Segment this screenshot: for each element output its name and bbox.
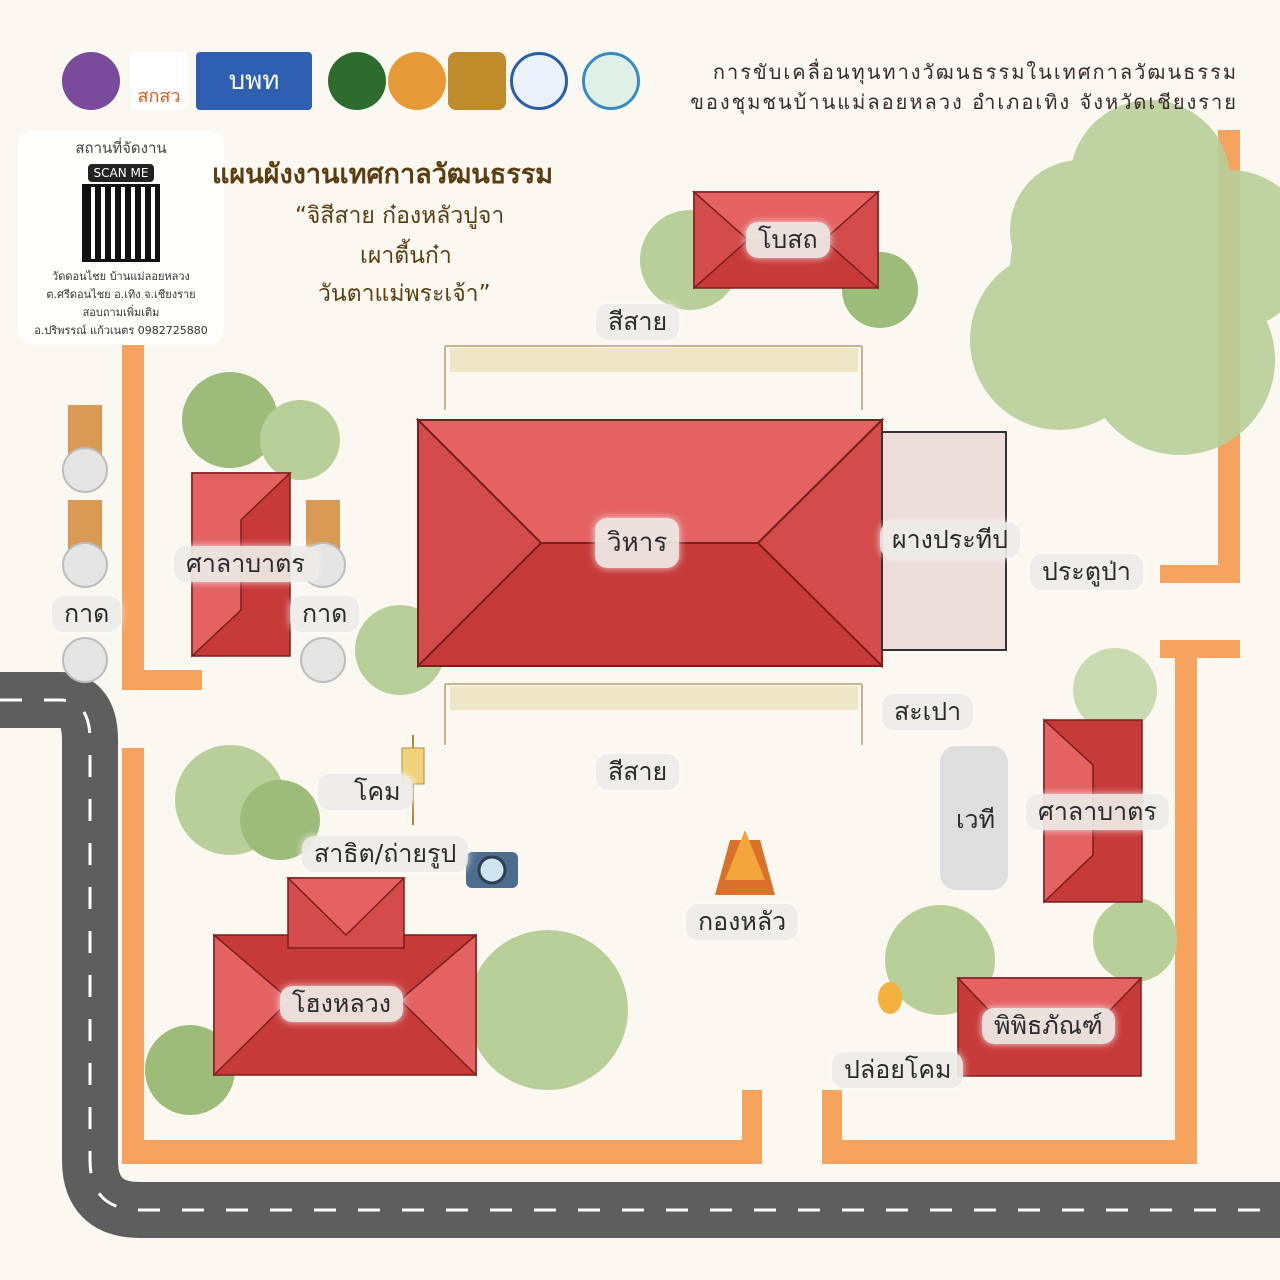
label-ploi-khom[interactable]: ปล่อยโคม — [832, 1052, 964, 1088]
bpmd-logo-text: บพท — [228, 66, 280, 96]
hong-luang-roof — [213, 877, 477, 1077]
school-seal-logo — [328, 52, 386, 110]
sisai-strings — [444, 345, 863, 745]
sksw-logo: สกสว — [130, 52, 188, 110]
qr-card: สถานที่จัดงาน SCAN ME วัดดอนไชย บ้านแม่ล… — [18, 130, 224, 345]
label-sala-right[interactable]: ศาลาบาตร — [1026, 794, 1169, 830]
festival-subtitle-1: “จิสีสาย ก๋องหลัวปูจา — [295, 203, 505, 229]
label-hong-luang[interactable]: โฮงหลวง — [280, 986, 403, 1022]
temple-seal-logo — [448, 52, 506, 110]
label-museum[interactable]: พิพิธภัณฑ์ — [982, 1008, 1115, 1044]
label-bot[interactable]: โบสถ — [746, 222, 830, 258]
festival-title: แผนผังงานเทศกาลวัฒนธรรม — [212, 159, 553, 190]
wethi-stage — [940, 746, 1008, 890]
label-wethi[interactable]: เวที — [956, 805, 996, 834]
bonfire — [715, 830, 775, 895]
label-kad-left[interactable]: กาด — [52, 596, 122, 632]
bpmd-logo: บพท — [196, 52, 312, 110]
label-pratu-pa[interactable]: ประตูป่า — [1030, 554, 1143, 590]
qr-address-4: อ.ปริพรรณ์ แก้วเนตร 0982725880 — [34, 324, 208, 337]
label-sisai-top[interactable]: สีสาย — [596, 304, 680, 340]
label-sala-left[interactable]: ศาลาบาตร — [174, 546, 317, 582]
label-kad-right[interactable]: กาด — [290, 596, 360, 632]
label-sisai-bottom[interactable]: สีสาย — [596, 754, 680, 790]
camera — [466, 852, 518, 888]
sisai-fringe — [450, 348, 858, 710]
university-seal-logo — [62, 52, 120, 110]
monk-logo — [388, 52, 446, 110]
qr-address-2: ต.ศรีดอนไชย อ.เทิง จ.เชียงราย — [46, 288, 196, 301]
label-satit[interactable]: สาธิต/ถ่ายรูป — [302, 836, 469, 872]
header-title-line-2: ของชุมชนบ้านแม่ลอยหลวง อำเภอเทิง จังหวัด… — [690, 90, 1238, 114]
festival-subtitle-2: เผาตี้นก๋า — [360, 243, 452, 269]
qr-address-1: วัดดอนไชย บ้านแม่ลอยหลวง — [52, 270, 190, 283]
qr-address-3: สอบถามเพิ่มเติม — [82, 306, 160, 319]
wihan-roof — [415, 417, 885, 669]
scan-me-label: SCAN ME — [87, 164, 155, 182]
qr-caption: สถานที่จัดงาน — [75, 139, 167, 157]
header-title-line-1: การขับเคลื่อนทุนทางวัฒนธรรมในเทศกาลวัฒนธ… — [712, 60, 1238, 84]
label-sapao[interactable]: สะเปา — [882, 694, 974, 730]
qr-code[interactable] — [82, 184, 160, 262]
road-center-line — [0, 698, 1280, 1212]
big-tree-canopy — [970, 100, 1280, 455]
compound-wall — [122, 130, 1240, 1164]
community-logo — [582, 52, 640, 110]
trees — [145, 210, 1177, 1115]
sksw-logo-text: สกสว — [137, 86, 181, 107]
label-wihan[interactable]: วิหาร — [595, 518, 680, 568]
umbrellas — [62, 447, 346, 683]
label-konglua[interactable]: กองหลัว — [686, 904, 799, 940]
label-khom[interactable]: โคม — [318, 774, 413, 810]
label-phang-pratip[interactable]: ผางประทีป — [880, 522, 1020, 558]
sky-lantern — [878, 982, 902, 1014]
tourism-logo — [510, 52, 568, 110]
festival-subtitle-3: วันตาแม่พระเจ้า” — [318, 281, 491, 307]
